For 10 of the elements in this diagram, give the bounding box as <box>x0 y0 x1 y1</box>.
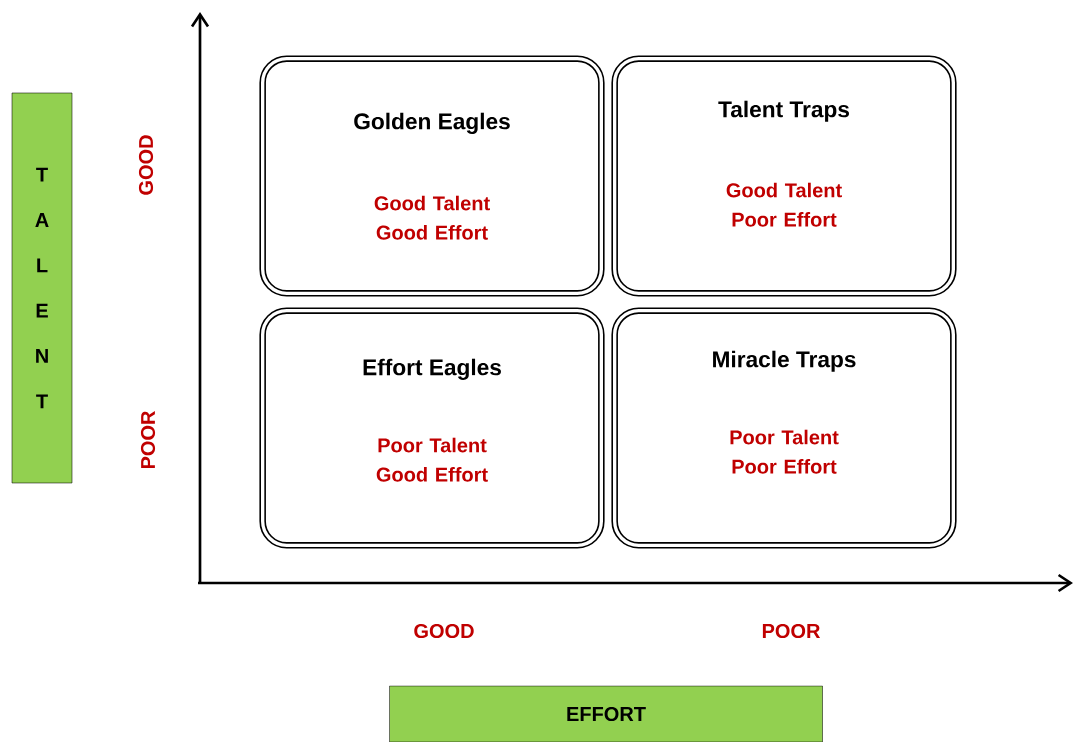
axis-title-box: EFFORT <box>389 685 823 742</box>
quadrant-box: Talent Traps Good Talent Poor Effort <box>611 55 957 297</box>
axis-label: POOR <box>140 410 156 469</box>
axis-label: GOOD <box>138 135 154 195</box>
axis-label: POOR <box>762 623 821 639</box>
axis-label: GOOD <box>414 623 474 639</box>
quadrant-box: Effort Eagles Poor Talent Good Effort <box>259 307 605 549</box>
quadrant-box: Golden Eagles Good Talent Good Effort <box>259 55 605 297</box>
axis-title-box: T A L E N T <box>11 92 73 484</box>
quadrant-box: Miracle Traps Poor Talent Poor Effort <box>611 307 957 549</box>
